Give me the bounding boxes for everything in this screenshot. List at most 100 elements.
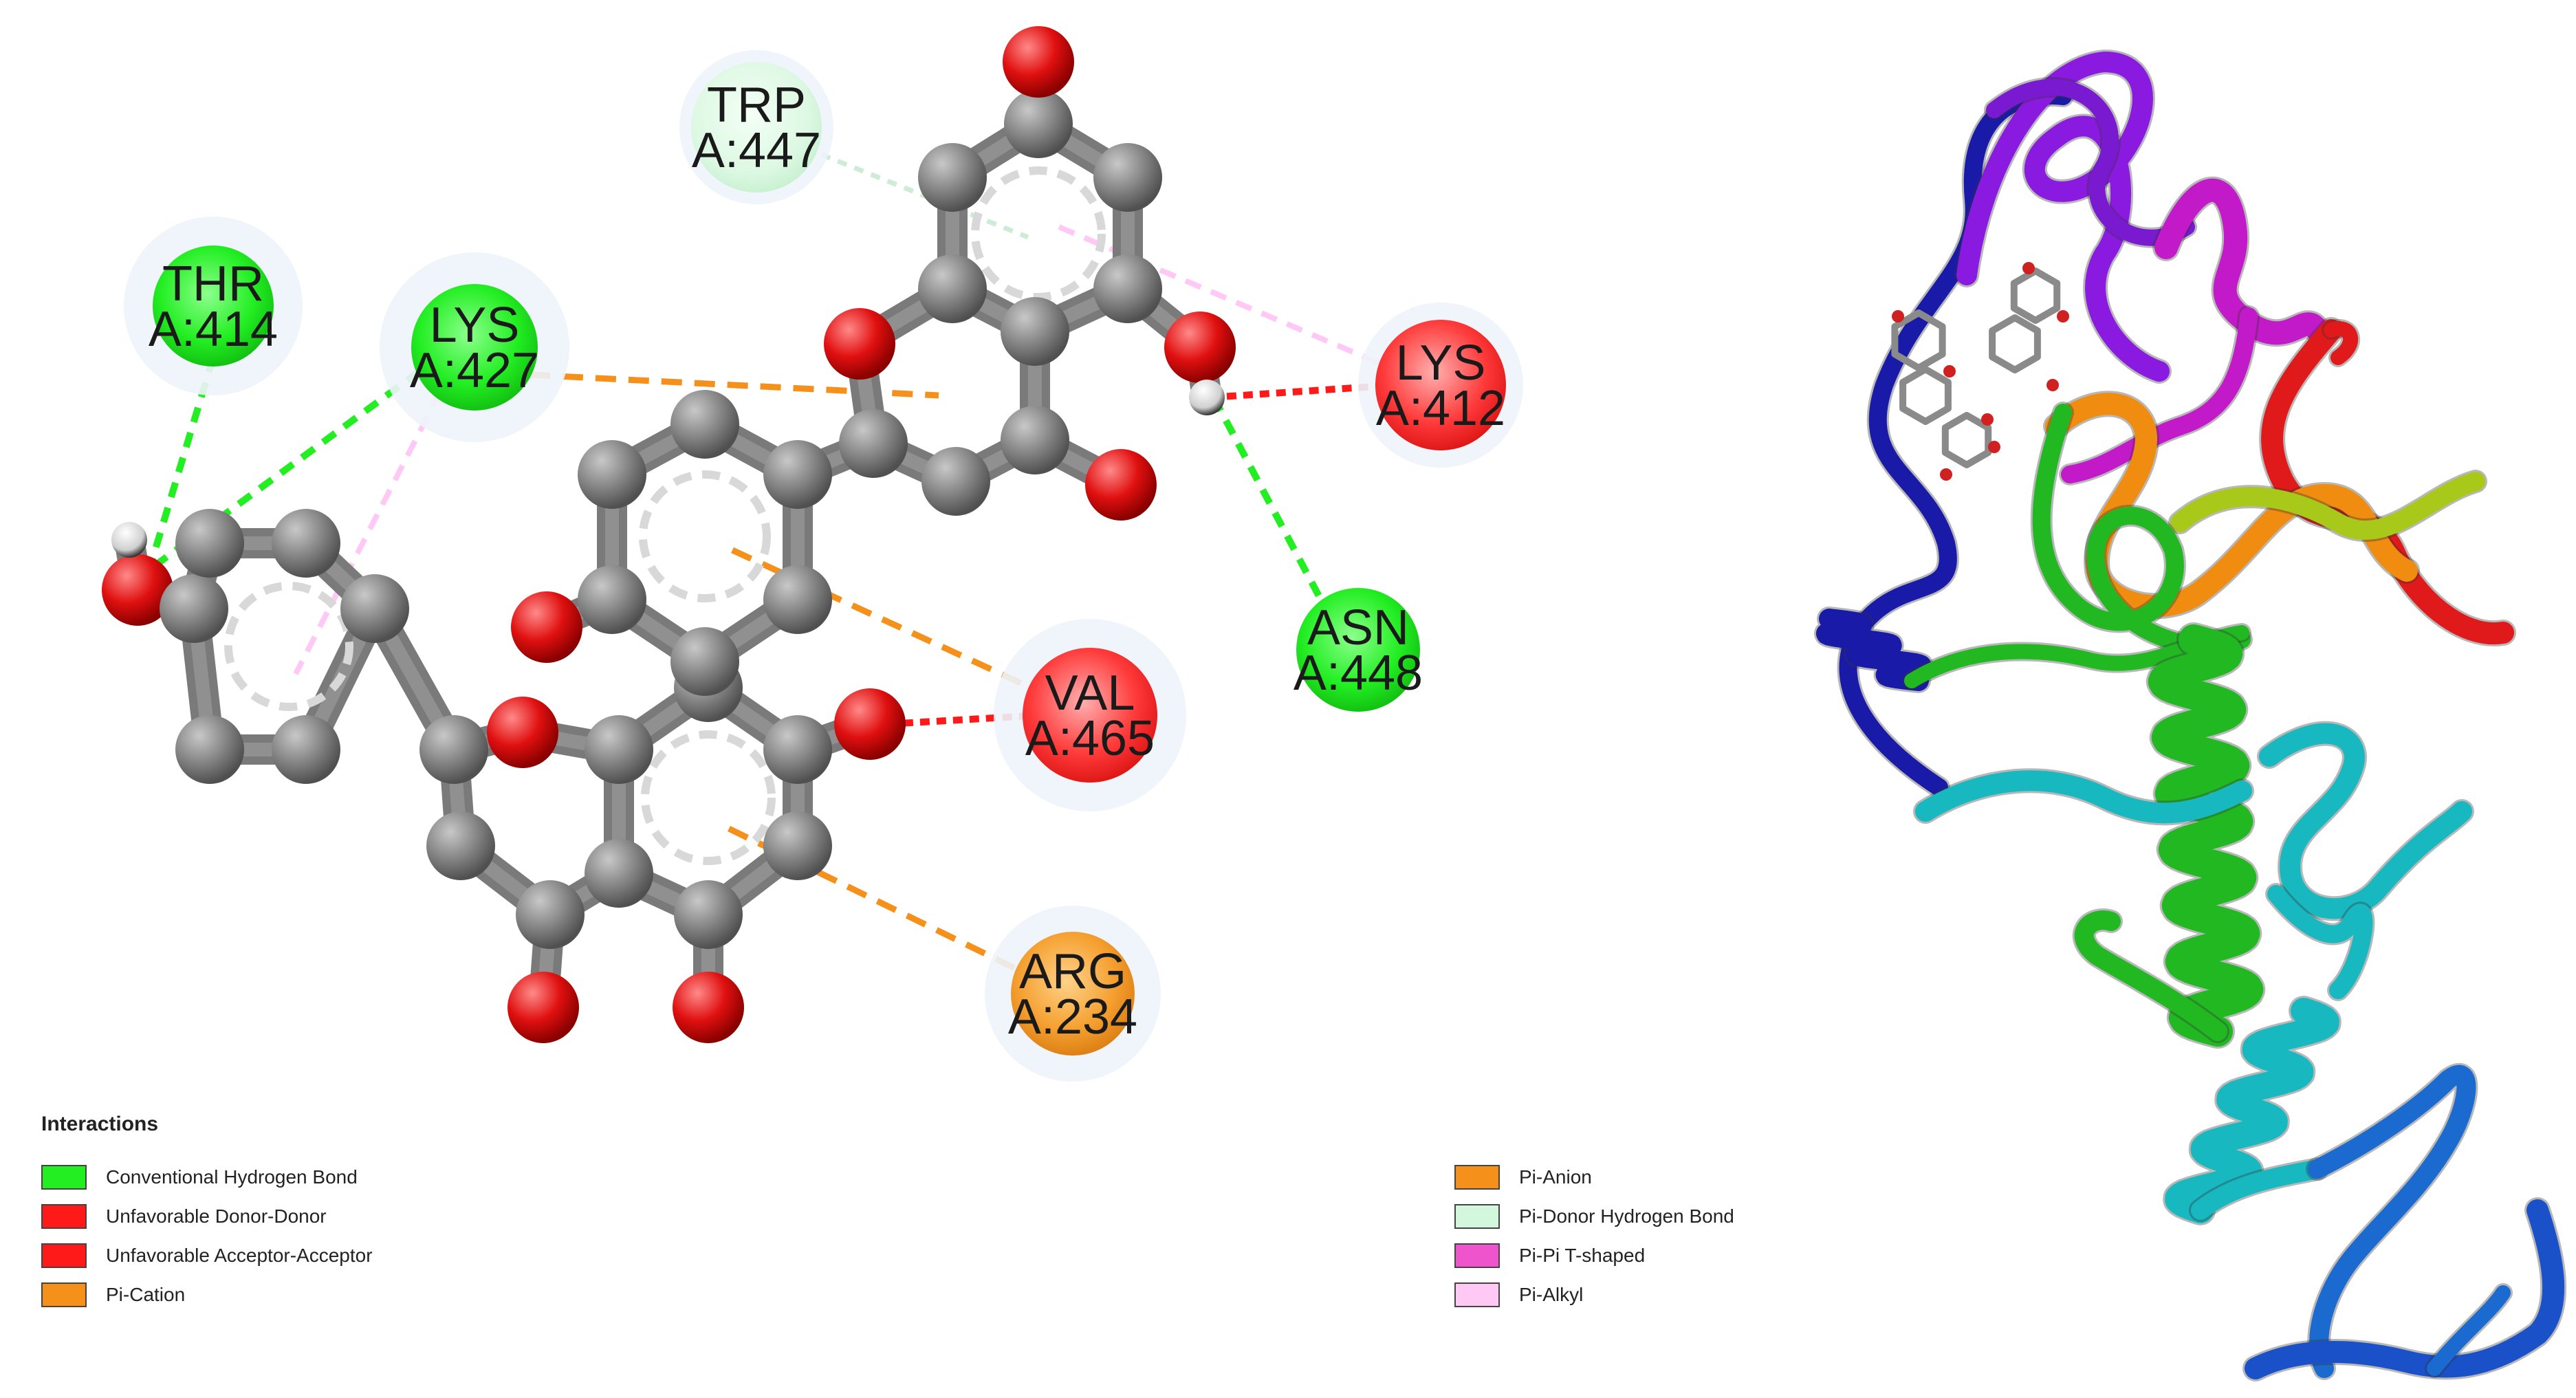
legend-item-unfavorable-donor-donor: Unfavorable Donor-Donor	[41, 1197, 373, 1236]
carbon-atom	[1001, 297, 1069, 366]
docked-ligand-oxygen	[1981, 413, 1994, 426]
ribbon-magenta-strand	[2154, 178, 2329, 345]
legend-label: Conventional Hydrogen Bond	[106, 1166, 358, 1188]
docked-ligand-oxygen	[2046, 379, 2059, 391]
carbon-atom	[918, 143, 987, 212]
carbon-atom	[175, 509, 244, 578]
ribbon-cyan-tail	[2191, 1159, 2327, 1220]
oxygen-atom	[673, 972, 744, 1043]
aromatic-ring-marker	[971, 166, 1106, 301]
ribbon-cyan-loop	[2267, 885, 2373, 999]
legend-swatch	[1454, 1164, 1500, 1190]
ribbon-blue-helix	[1815, 609, 1932, 691]
docked-ligand-oxygen	[1940, 468, 1952, 481]
residue-name: TRP	[707, 78, 806, 133]
oxygen-atom	[487, 697, 558, 768]
residue-disc	[411, 284, 538, 411]
ribbon-yellow-strand	[2170, 472, 2485, 540]
carbon-atom	[921, 447, 990, 516]
carbon-atom	[918, 254, 987, 323]
carbon-atom	[1001, 406, 1069, 474]
residue-chain-id: A:234	[1008, 990, 1137, 1045]
legend-swatch	[41, 1282, 87, 1307]
carbon-atom	[175, 715, 244, 784]
legend-item-unfavorable-acceptor-acceptor: Unfavorable Acceptor-Acceptor	[41, 1236, 373, 1275]
legend-item-pi-pi-t-shaped: Pi-Pi T-shaped	[1454, 1236, 1734, 1275]
aromatic-ring-marker	[224, 582, 353, 711]
residue-name: THR	[162, 256, 264, 312]
residue-disc	[1375, 320, 1506, 450]
docked-ligand-ring	[1891, 309, 1946, 371]
residue-chain-id: A:447	[692, 123, 821, 178]
aromatic-ring-marker	[641, 730, 776, 865]
carbon-atom	[763, 811, 832, 880]
oxygen-atom	[511, 591, 582, 663]
carbon-atom	[578, 440, 646, 509]
docked-ligand-oxygen	[2057, 310, 2069, 323]
carbon-atom	[585, 839, 653, 908]
legend-swatch	[41, 1203, 87, 1229]
carbon-atom	[670, 627, 739, 696]
carbon-atom	[763, 715, 832, 784]
oxygen-atom	[834, 688, 906, 760]
legend-label: Unfavorable Acceptor-Acceptor	[106, 1244, 373, 1266]
docked-ligand-ring	[1941, 412, 1992, 468]
residue-chain-id: A:412	[1376, 381, 1505, 436]
legend-item-pi-anion: Pi-Anion	[1454, 1157, 1734, 1197]
residue-name: ASN	[1307, 600, 1409, 655]
pi-alkyl-lys427	[293, 391, 443, 675]
carbon-atom	[419, 715, 488, 784]
oxygen-atom	[1164, 312, 1236, 383]
ribbon-orange-strand	[2045, 393, 2418, 618]
pi-donor-trp447	[803, 145, 1029, 240]
ribbon-blue-c-tip	[2427, 1285, 2511, 1376]
ribbon-green-helix	[2148, 624, 2264, 1047]
legend-swatch	[1454, 1243, 1500, 1268]
docked-ligand-oxygen	[2022, 262, 2035, 274]
ribbon-red-tip	[2324, 321, 2359, 365]
residue-name: VAL	[1045, 666, 1135, 721]
legend-label: Pi-Donor Hydrogen Bond	[1519, 1205, 1734, 1227]
carbon-atom	[1093, 143, 1162, 212]
residue-chain-id: A:414	[149, 302, 278, 357]
legend-label: Pi-Cation	[106, 1283, 186, 1305]
legend-item-pi-cation: Pi-Cation	[41, 1275, 373, 1314]
legend-title: Interactions	[41, 1113, 159, 1135]
residue-chain-id: A:448	[1294, 646, 1423, 701]
residue-chain-id: A:465	[1025, 711, 1155, 766]
carbon-atom	[578, 565, 646, 634]
carbon-atom	[839, 409, 908, 478]
hbond-asn448	[1210, 395, 1327, 607]
carbon-atom	[272, 715, 340, 784]
hbond-thr414	[142, 356, 217, 582]
legend-label: Pi-Alkyl	[1519, 1283, 1584, 1305]
docked-ligand-oxygen	[1892, 310, 1904, 323]
carbon-atom	[340, 574, 409, 643]
carbon-atom	[763, 565, 832, 634]
protein-ribbon-structure	[1813, 50, 2567, 1381]
ribbon-green-tail	[2074, 910, 2227, 1041]
oxygen-atom	[824, 308, 895, 380]
legend-item-pi-alkyl: Pi-Alkyl	[1454, 1275, 1734, 1314]
ribbon-violet-loop	[1986, 79, 2195, 246]
docked-ligand-oxygen	[1988, 441, 2000, 453]
legend-swatch	[41, 1164, 87, 1190]
oxygen-atom	[1085, 449, 1157, 521]
carbon-atom	[674, 880, 743, 949]
docked-ligand-ring	[1989, 314, 2041, 373]
docked-ligand-oxygen	[1943, 365, 1956, 378]
ribbon-magenta-loop	[2061, 307, 2258, 483]
ribbon-cyan-strand-b	[2259, 723, 2472, 919]
carbon-atom	[1093, 254, 1162, 323]
docked-ligand-ring	[2010, 267, 2061, 324]
legend-label: Pi-Pi T-shaped	[1519, 1244, 1646, 1266]
aromatic-ring-marker	[639, 470, 771, 602]
residue-name: ARG	[1019, 944, 1126, 999]
residue-disc	[1023, 648, 1157, 783]
